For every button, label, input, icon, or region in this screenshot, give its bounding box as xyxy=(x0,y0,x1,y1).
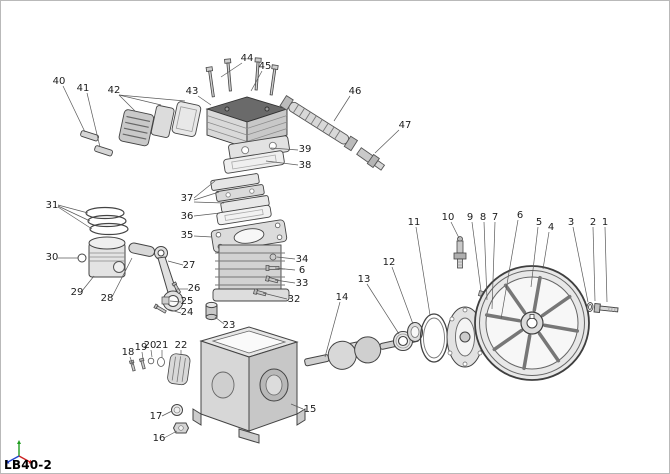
callout-42: 42 xyxy=(108,85,121,96)
callout-5: 5 xyxy=(536,217,542,228)
callout-47: 47 xyxy=(399,120,412,131)
valve-plate-stack-drawing xyxy=(210,135,290,226)
head-bolts-drawing xyxy=(205,57,279,98)
callout-46: 46 xyxy=(349,86,362,97)
piston-assembly-drawing xyxy=(77,206,218,321)
callout-4: 4 xyxy=(548,222,554,233)
model-number-label: LB40-2 xyxy=(4,458,53,472)
callout-41: 41 xyxy=(77,83,90,94)
bearing-seal-drawing xyxy=(392,321,424,352)
callout-39: 39 xyxy=(299,144,312,155)
air-filter-drawing xyxy=(80,101,202,157)
callout-40: 40 xyxy=(53,76,66,87)
callout-17: 17 xyxy=(150,411,163,422)
callout-6-flywheel: 6 xyxy=(517,210,523,221)
cylinder-block-drawing xyxy=(210,219,290,302)
callout-12: 12 xyxy=(383,257,396,268)
axis-triad-icon xyxy=(5,440,33,464)
callout-15: 15 xyxy=(304,404,317,415)
callout-45: 45 xyxy=(259,61,272,72)
callout-31: 31 xyxy=(46,200,59,211)
callout-26: 26 xyxy=(188,283,201,294)
callout-20: 20 xyxy=(144,340,157,351)
callout-33: 33 xyxy=(296,278,309,289)
callout-16: 16 xyxy=(153,433,166,444)
callout-18: 18 xyxy=(122,347,135,358)
callout-7: 7 xyxy=(492,212,498,223)
hose-fitting-drawing xyxy=(356,147,386,171)
callout-14: 14 xyxy=(336,292,349,303)
callout-27: 27 xyxy=(183,260,196,271)
callout-6-cylinder: 6 xyxy=(299,265,305,276)
callout-8: 8 xyxy=(480,212,486,223)
flywheel-drawing xyxy=(474,265,590,381)
leader-lines xyxy=(57,62,608,439)
callout-24: 24 xyxy=(181,307,194,318)
callout-labels: 44 45 43 46 47 40 41 42 39 38 37 36 35 3… xyxy=(46,53,609,444)
callout-1: 1 xyxy=(602,217,608,228)
cylinder-fasteners-drawing xyxy=(252,253,280,297)
callout-28: 28 xyxy=(101,293,114,304)
callout-25: 25 xyxy=(181,296,194,307)
callout-13: 13 xyxy=(358,274,371,285)
callout-38: 38 xyxy=(299,160,312,171)
flywheel-bolt-drawing xyxy=(586,302,619,314)
bearing-cover-drawing xyxy=(419,236,484,368)
callout-9: 9 xyxy=(467,212,473,223)
callout-22: 22 xyxy=(175,340,188,351)
callout-23: 23 xyxy=(223,320,236,331)
callout-35: 35 xyxy=(181,230,194,241)
callout-30: 30 xyxy=(46,252,59,263)
discharge-hose-drawing xyxy=(279,95,359,152)
callout-2: 2 xyxy=(590,217,596,228)
callout-32: 32 xyxy=(288,294,301,305)
callout-36: 36 xyxy=(181,211,194,222)
callout-3: 3 xyxy=(568,217,574,228)
side-cover-parts-drawing xyxy=(128,353,191,386)
callout-29: 29 xyxy=(71,287,84,298)
callout-21: 21 xyxy=(156,340,169,351)
callout-37: 37 xyxy=(181,193,194,204)
callout-11: 11 xyxy=(408,217,421,228)
callout-19: 19 xyxy=(135,342,148,353)
callout-34: 34 xyxy=(296,254,309,265)
callout-43: 43 xyxy=(186,86,199,97)
callout-44: 44 xyxy=(241,53,254,64)
callout-10: 10 xyxy=(442,212,455,223)
crankcase-drawing xyxy=(171,326,306,444)
